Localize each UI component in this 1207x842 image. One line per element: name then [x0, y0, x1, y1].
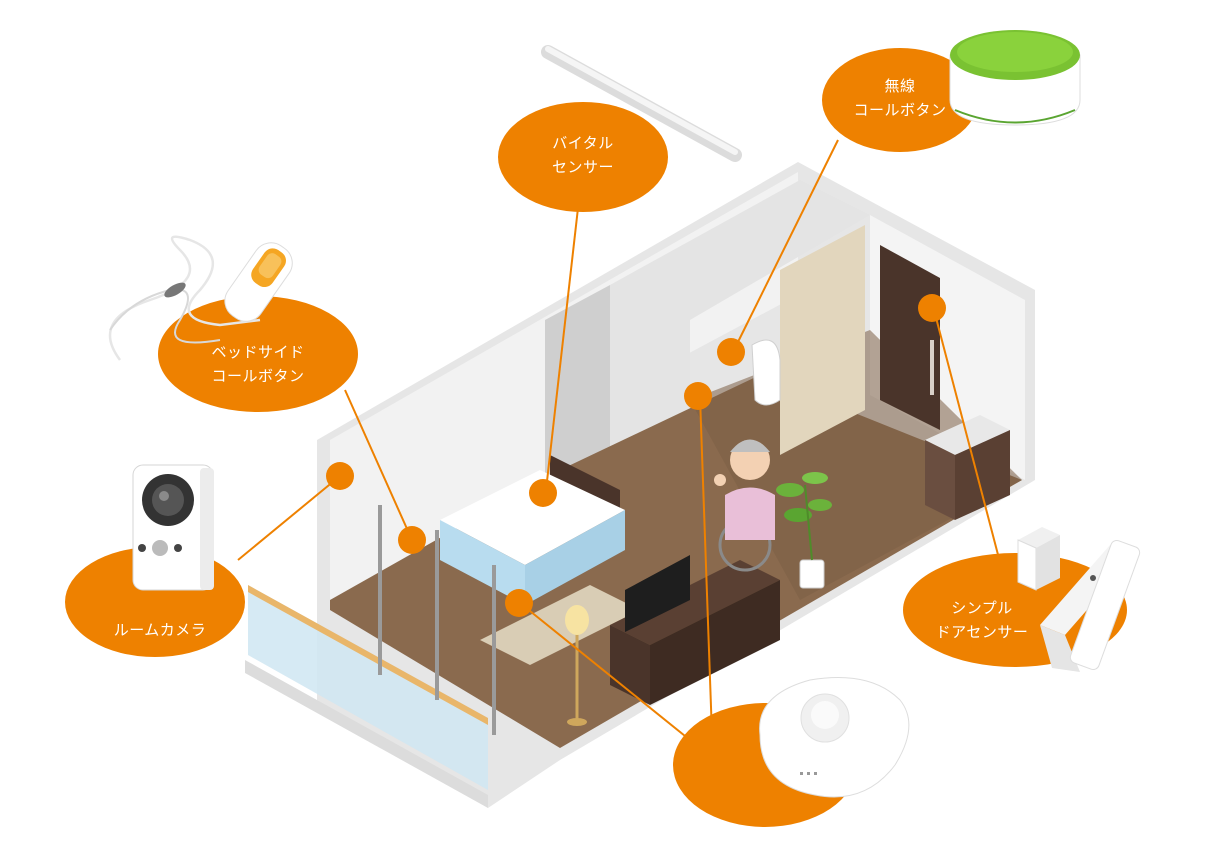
dot-camera: [326, 462, 354, 490]
label-vital-sensor-line1: バイタル: [552, 134, 614, 152]
dot-motion-upper: [684, 382, 712, 410]
sliding-door-frame-1: [378, 505, 382, 675]
label-bedside-line2: コールボタン: [211, 367, 305, 385]
bed-headboard: [550, 455, 620, 510]
floor-lamp-base: [567, 718, 587, 726]
dot-bedside: [398, 526, 426, 554]
location-dots: [326, 294, 946, 617]
bed-end: [525, 510, 625, 605]
connector-door: [933, 309, 1003, 571]
floor-lamp-shade: [565, 605, 589, 635]
door-sensor-icon: [1017, 527, 1141, 672]
connector-motion-1: [699, 396, 713, 736]
room: [245, 162, 1035, 808]
connector-camera: [237, 475, 341, 561]
plant-icon: [776, 472, 832, 589]
curtain-panel: [780, 225, 865, 455]
tv: [625, 555, 690, 632]
tv-cabinet-side: [650, 580, 780, 705]
label-bedside-call-button: ベッドサイド コールボタン: [183, 340, 333, 388]
label-bedside-line1: ベッドサイド: [211, 343, 305, 361]
sliding-door-frame-2: [435, 530, 439, 700]
label-room-camera: ルームカメラ: [95, 618, 225, 642]
tv-cabinet-top: [610, 560, 780, 645]
label-vital-sensor: バイタル センサー: [528, 131, 638, 179]
label-wireless-call-button: 無線 コールボタン: [830, 74, 970, 122]
dot-vital: [529, 479, 557, 507]
connector-lines: [237, 139, 1003, 741]
wireless-call-button-icon: [949, 30, 1081, 126]
door: [880, 245, 940, 430]
partition-wall-face: [610, 180, 870, 470]
label-room-camera-line1: ルームカメラ: [113, 621, 207, 639]
resident-figure-icon: [714, 439, 775, 572]
motion-sensor-icon: [759, 677, 910, 798]
bubble-wireless-call-button: [822, 48, 978, 152]
dot-wireless: [717, 338, 745, 366]
toilet: [751, 339, 781, 406]
room-camera-icon: [132, 464, 214, 591]
label-door-sensor-line2: ドアセンサー: [935, 623, 1029, 641]
bubble-simple-door-sensor: [903, 553, 1127, 667]
vital-sensor-bar-icon: [541, 45, 742, 162]
sink-cabinet-front: [925, 440, 955, 520]
balcony-glass: [248, 585, 488, 790]
dot-motion-lower: [505, 589, 533, 617]
bedside-call-button-icon: [108, 235, 293, 361]
connector-wireless: [733, 139, 839, 351]
connector-vital: [545, 207, 579, 491]
desk: [480, 585, 640, 665]
callout-bubbles: [65, 48, 1127, 827]
connector-motion-2: [519, 602, 691, 741]
label-vital-sensor-line2: センサー: [551, 158, 614, 176]
bubble-bedside-call-button: [158, 296, 358, 412]
balcony-glass-edge: [248, 585, 488, 725]
label-wireless-line2: コールボタン: [853, 101, 947, 119]
label-simple-door-sensor: シンプル ドアセンサー: [912, 596, 1052, 644]
connector-bedside: [344, 389, 413, 541]
label-wireless-line1: 無線: [884, 77, 916, 95]
bubble-vital-sensor: [498, 102, 668, 212]
bed-side: [440, 520, 525, 605]
front-wall-base: [245, 660, 488, 808]
partition-wall: [545, 285, 610, 505]
sliding-door-frame-3: [492, 565, 496, 735]
bed-top: [440, 470, 625, 565]
tv-cabinet-front: [610, 625, 650, 705]
label-door-sensor-line1: シンプル: [951, 599, 1013, 617]
dot-door: [918, 294, 946, 322]
door-handle: [930, 340, 934, 395]
sink-cabinet-side: [955, 430, 1010, 520]
